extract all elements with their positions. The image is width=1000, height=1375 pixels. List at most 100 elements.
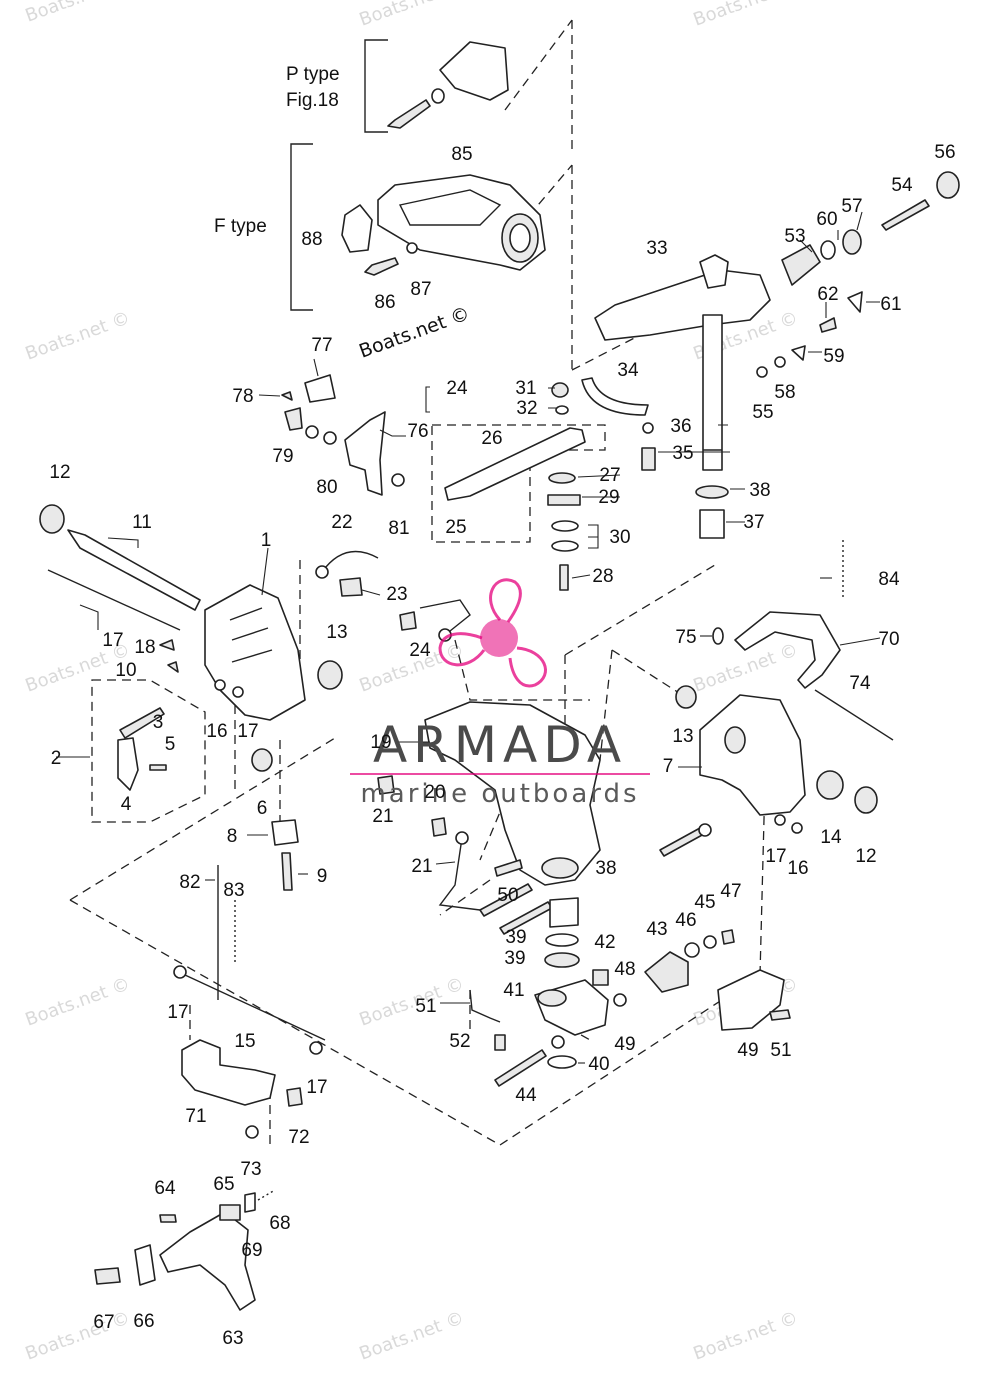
section-brackets (290, 39, 388, 311)
callout-number: 84 (878, 569, 900, 590)
watermark: Boats.net © (23, 973, 133, 1030)
watermark: Boats.net © (23, 307, 133, 364)
watermark: Boats.net © (691, 0, 801, 31)
callout-number: 21 (372, 806, 393, 827)
callout-number: 18 (134, 637, 155, 658)
callout-number: 17 (306, 1077, 327, 1098)
callout-number: 78 (232, 386, 253, 407)
callout-number: 17 (237, 721, 258, 742)
callout-number: 74 (849, 673, 871, 694)
callout-number: 76 (407, 421, 428, 442)
callout-number: 11 (132, 512, 152, 533)
callout-number: 6 (257, 798, 268, 819)
callout-number: 10 (115, 660, 136, 681)
callout-number: 81 (388, 518, 409, 539)
callout-number: 60 (816, 209, 837, 230)
callout-number: 38 (595, 858, 616, 879)
callout-number: 37 (743, 512, 764, 533)
callout-number: 68 (269, 1213, 290, 1234)
propeller-icon (438, 578, 547, 688)
callout-number: 62 (817, 284, 838, 305)
parts-drawings (39, 41, 960, 1311)
callout-number: 3 (153, 712, 164, 733)
callout-number: 77 (311, 335, 332, 356)
callout-number: 17 (765, 846, 786, 867)
callout-number: 82 (179, 872, 200, 893)
callout-number: 56 (934, 142, 955, 163)
callout-number: 24 (409, 640, 431, 661)
callout-number: 12 (855, 846, 876, 867)
callout-number: 65 (213, 1174, 234, 1195)
callout-number: 12 (49, 462, 70, 483)
callout-number: 4 (121, 794, 132, 815)
callout-number: 66 (133, 1311, 154, 1332)
callout-number: 15 (234, 1031, 255, 1052)
callout-number: 33 (646, 238, 667, 259)
callout-number: 88 (301, 229, 322, 250)
callout-number: 85 (451, 144, 472, 165)
callout-number: 70 (878, 629, 899, 650)
callout-number: 87 (410, 279, 431, 300)
callout-number: 36 (670, 416, 691, 437)
callout-number: 52 (449, 1031, 470, 1052)
callout-number: 48 (614, 959, 635, 980)
p-type-figure-ref: Fig.18 (286, 90, 339, 111)
callout-number: 58 (774, 382, 795, 403)
callout-number: 41 (503, 980, 524, 1001)
callout-number: 26 (481, 428, 502, 449)
callout-number: 43 (646, 919, 667, 940)
p-type-label: P type (286, 64, 340, 85)
callout-number: 32 (516, 398, 537, 419)
callout-number: 9 (317, 866, 328, 887)
callout-number: 75 (675, 627, 696, 648)
callout-number: 34 (617, 360, 639, 381)
callout-number: 79 (272, 446, 293, 467)
callout-number: 40 (588, 1054, 609, 1075)
callout-number: 72 (288, 1127, 309, 1148)
callout-number: 19 (370, 732, 391, 753)
watermark: Boats.net © (691, 1307, 801, 1364)
watermark: Boats.net © (23, 0, 133, 27)
callout-number: 8 (227, 826, 238, 847)
callout-number: 57 (841, 196, 862, 217)
callout-number: 31 (515, 378, 536, 399)
leader-lines (56, 211, 881, 1064)
callout-number: 47 (720, 881, 741, 902)
callout-number: 17 (102, 630, 123, 651)
callout-number: 83 (223, 880, 244, 901)
callout-number: 23 (386, 584, 407, 605)
callout-number: 21 (411, 856, 432, 877)
callout-number: 63 (222, 1328, 243, 1349)
callout-number: 28 (592, 566, 613, 587)
callout-number: 16 (206, 721, 227, 742)
callout-number: 44 (515, 1085, 537, 1106)
callout-number: 13 (326, 622, 347, 643)
callout-number: 69 (241, 1240, 262, 1261)
callout-number: 7 (663, 756, 674, 777)
callout-number: 27 (599, 465, 620, 486)
watermark: Boats.net © (357, 0, 467, 31)
callout-number: 49 (614, 1034, 635, 1055)
callout-number: 5 (165, 734, 176, 755)
callout-number: 64 (154, 1178, 176, 1199)
callout-number: 2 (51, 748, 62, 769)
callout-number: 38 (749, 480, 770, 501)
callout-number: 30 (609, 527, 630, 548)
callout-number: 54 (891, 175, 913, 196)
callout-number: 49 (737, 1040, 758, 1061)
callout-number: 67 (93, 1312, 114, 1333)
callout-number: 73 (240, 1159, 261, 1180)
brand-name: ARMADA (373, 716, 627, 774)
callout-number: 51 (415, 996, 436, 1017)
callout-number: 42 (594, 932, 615, 953)
brand-tagline: marine outboards (360, 779, 639, 809)
callout-number: 59 (823, 346, 844, 367)
callout-number: 50 (497, 885, 518, 906)
callout-number: 13 (672, 726, 693, 747)
callout-number: 14 (820, 827, 842, 848)
callout-number: 16 (787, 858, 808, 879)
callout-number: 22 (331, 512, 352, 533)
